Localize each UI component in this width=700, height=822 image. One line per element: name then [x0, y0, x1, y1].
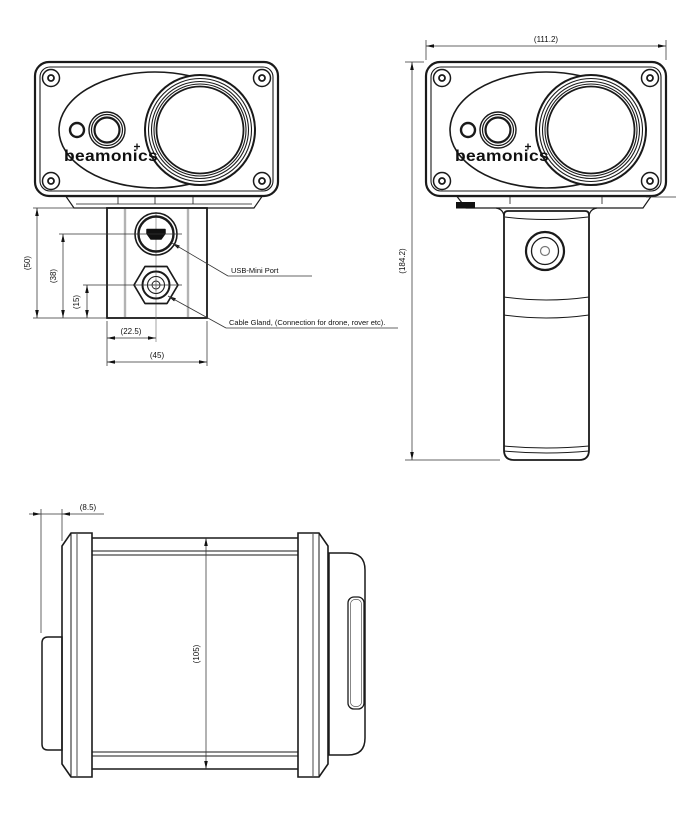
body-edges: [92, 537, 298, 770]
dimension-usb-height: (38): [49, 234, 65, 318]
logo-plus-icon: [525, 143, 531, 150]
dimension-mount-width: (45): [107, 321, 208, 366]
front-view-with-handle: beamonics: [398, 35, 676, 461]
screw-icon: [252, 68, 272, 88]
dim-label: (38): [49, 269, 58, 284]
dim-label: (45): [150, 351, 165, 360]
screw-icon: [252, 171, 272, 191]
main-lens: [535, 74, 647, 186]
dimension-body-height: (105): [192, 538, 208, 769]
cable-gland-label: Cable Gland, (Connection for drone, rove…: [229, 318, 385, 327]
power-switch: [456, 202, 475, 209]
device-faceplate-edge: [39, 66, 274, 192]
screw-icon: [41, 171, 61, 191]
dim-label: (15): [72, 295, 81, 310]
handle-button: [524, 230, 566, 272]
screw-icon: [41, 68, 61, 88]
dim-label: (184.2): [398, 248, 407, 274]
rear-panel: [347, 596, 365, 710]
lens-barrel: [41, 636, 63, 751]
dimension-gland-height: (15): [72, 285, 89, 318]
handle-seam: [503, 296, 590, 301]
side-view: (8.5) (105): [29, 503, 366, 778]
screw-icon: [640, 171, 660, 191]
leader-cable-gland: Cable Gland, (Connection for drone, rove…: [167, 295, 398, 329]
handle-seam: [503, 314, 590, 319]
handle-outline: [503, 210, 590, 461]
main-lens: [144, 74, 256, 186]
screw-icon: [640, 68, 660, 88]
dim-label: (50): [23, 256, 32, 271]
dimension-lens-protrusion: (8.5): [29, 503, 104, 633]
indicator-led: [459, 121, 477, 139]
bottom-plate: [455, 195, 653, 209]
logo-plus-icon: [134, 143, 140, 150]
usb-port-label: USB-Mini Port: [231, 266, 279, 275]
dimension-width: (111.2): [425, 35, 667, 60]
brand-logo: beamonics: [455, 148, 549, 165]
indicator-led: [68, 121, 86, 139]
dimension-mount-height: (50): [23, 207, 106, 319]
dim-label: (111.2): [534, 35, 558, 44]
corner-screws: [41, 68, 272, 191]
handle-grip: [495, 207, 598, 461]
screw-icon: [432, 68, 452, 88]
corner-screws: [432, 68, 660, 191]
dimension-gland-offset: (22.5): [106, 321, 156, 366]
rear-housing: [328, 552, 366, 756]
front-flange: [61, 532, 93, 778]
front-view-with-mount: beamonics: [23, 60, 398, 366]
leader-usb-port: USB-Mini Port: [171, 242, 312, 277]
secondary-lens: [88, 111, 126, 149]
dim-label: (8.5): [80, 503, 97, 512]
handle-cap-seam: [503, 445, 590, 449]
dim-label: (105): [192, 644, 201, 663]
mount-block: [106, 207, 208, 319]
brand-logo: beamonics: [64, 148, 158, 165]
rear-flange: [297, 532, 329, 778]
dimension-total-height: (184.2): [398, 61, 500, 461]
secondary-lens: [479, 111, 517, 149]
handle-cap-seam: [503, 450, 590, 454]
bottom-plate: [64, 195, 264, 209]
dim-label: (22.5): [121, 327, 142, 336]
device-faceplate-edge: [430, 66, 662, 192]
screw-icon: [432, 171, 452, 191]
